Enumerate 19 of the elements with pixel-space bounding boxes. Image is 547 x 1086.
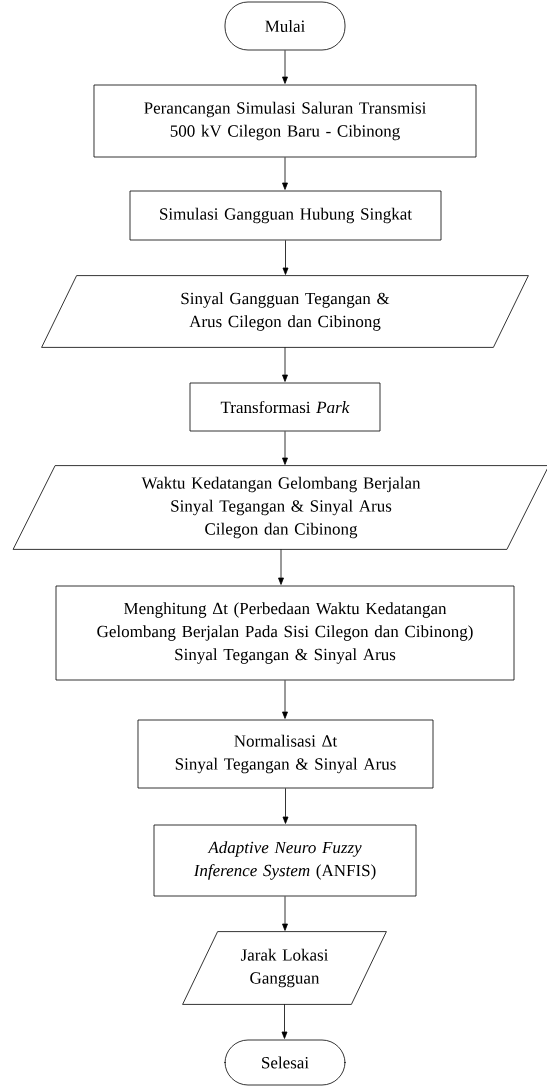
arrow	[282, 240, 289, 275]
data-parallelogram: Jarak Lokasi Gangguan	[182, 931, 387, 1005]
arrow	[282, 50, 288, 84]
arrow	[282, 896, 288, 931]
process-box: Menghitung Δt (Perbedaan Waktu Kedatangan Gelombang Berjalan Pada Sisi Cilegon dan Cibinong) Sinyal Tegangan & Sinyal Arus	[55, 585, 515, 681]
process-box: Simulasi Gangguan Hubung Singkat	[129, 190, 442, 241]
process-box: Normalisasi Δt Sinyal Tegangan & Sinyal Arus	[137, 719, 434, 789]
arrow	[282, 347, 288, 382]
arrow	[282, 680, 288, 719]
arrow	[282, 157, 288, 190]
process-box: Transformasi Park	[189, 382, 381, 432]
arrow	[282, 788, 289, 824]
process-box: Perancangan Simulasi Saluran Transmisi 500 kV Cilegon Baru - Cibinong	[93, 84, 477, 158]
arrow	[278, 549, 284, 585]
arrow	[282, 431, 288, 465]
data-parallelogram: Sinyal Gangguan Tegangan & Arus Cilegon dan Cibinong	[41, 275, 529, 348]
process-box: Adaptive Neuro Fuzzy Inference System (ANFIS)	[153, 824, 417, 897]
data-parallelogram: Waktu Kedatangan Gelombang Berjalan Sinyal Tegangan & Sinyal Arus Cilegon dan Cibinong	[12, 465, 547, 550]
arrow	[281, 1004, 288, 1039]
